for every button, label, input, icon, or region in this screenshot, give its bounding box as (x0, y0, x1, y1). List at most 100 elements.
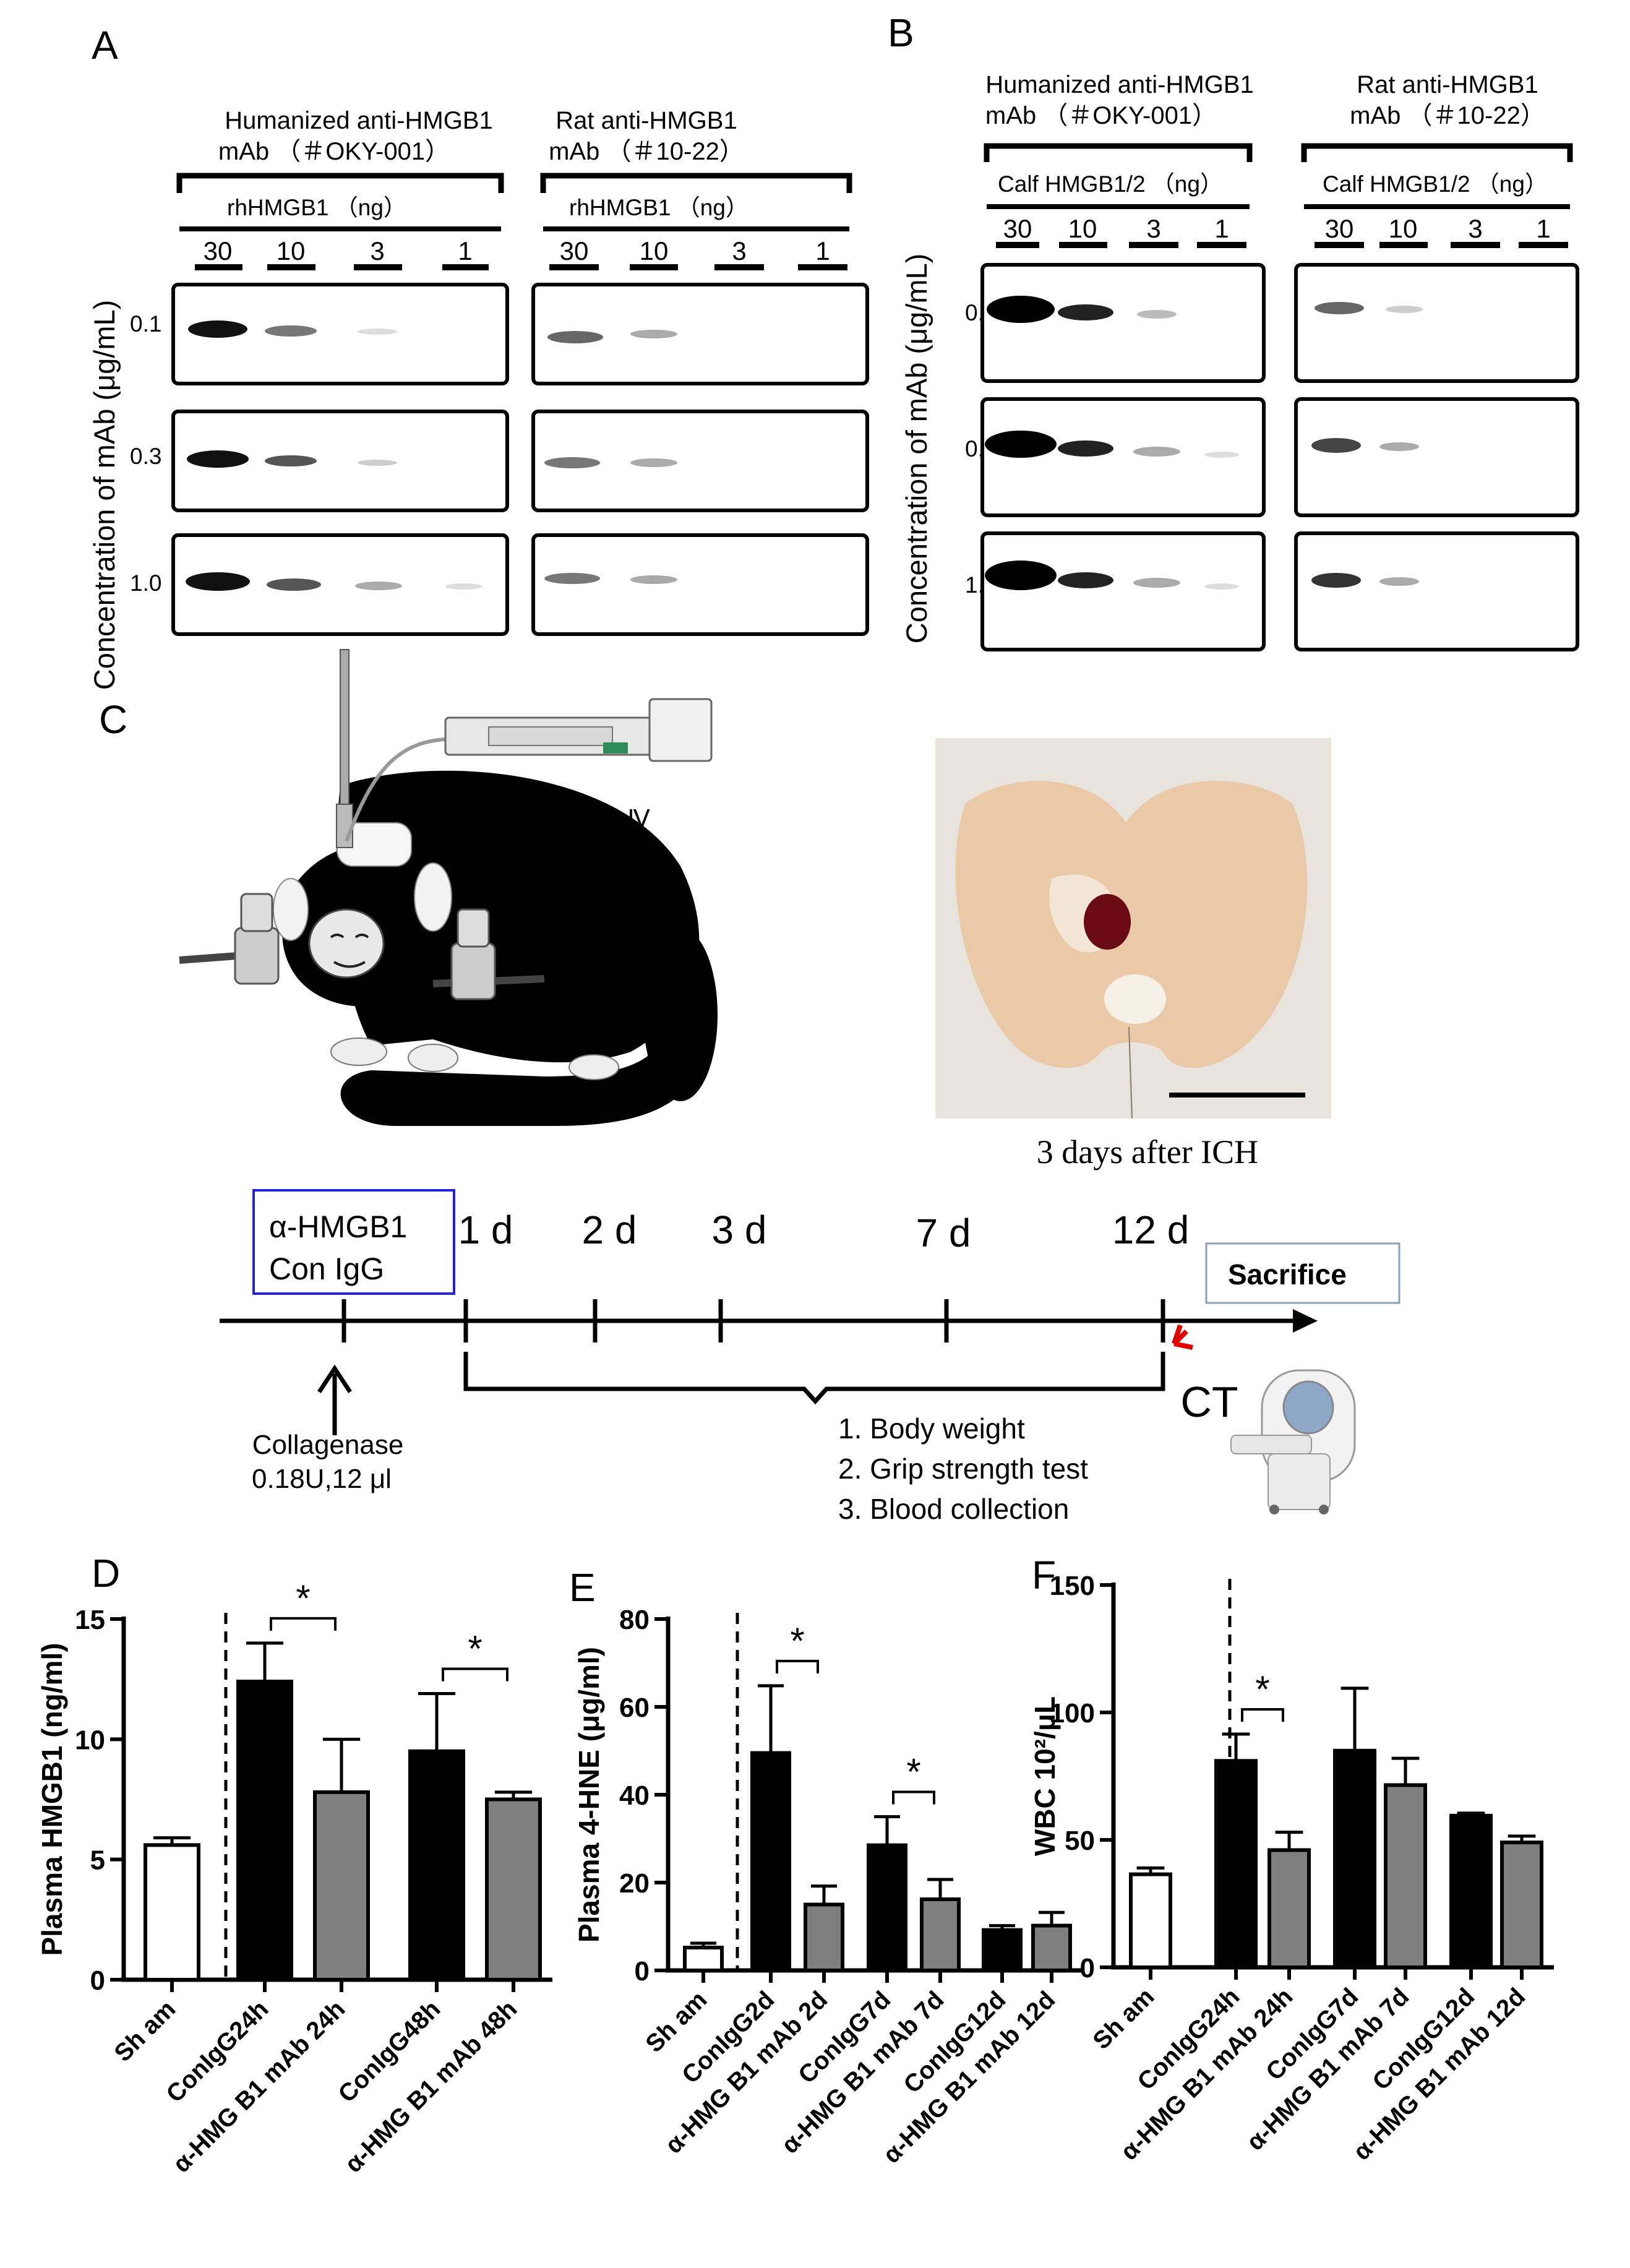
panel-f-bar (1214, 1759, 1258, 1970)
measure-item: 3. Blood collection (838, 1493, 1069, 1525)
panel-f-significance-bracket (1241, 1708, 1284, 1722)
panel-e-bar (683, 1946, 724, 1973)
panel-b-group1-bracket (984, 143, 1253, 162)
panel-e-ytick-label: 0 (635, 1956, 650, 1987)
timeline-arrowhead (1293, 1309, 1318, 1333)
panel-d-ytick-label: 0 (90, 1965, 105, 1996)
panel-a-group2-title2: mAb （＃10-22） (549, 138, 744, 165)
panel-d-letter: D (92, 1551, 120, 1596)
panel-e-bar (804, 1902, 844, 1972)
panel-b-blots (980, 263, 1579, 651)
panel-b-lane-label: 3 (1468, 214, 1482, 243)
timeline-ticks (341, 1299, 1165, 1342)
panel-a-row-label: 1.0 (130, 570, 161, 596)
panel-a: A Concentration of mAb (μg/mL) Humanized… (88, 23, 869, 690)
experiment-timeline: α-HMGB1 Con IgG 1 d 2 d 3 d 7 d 12 d Sac… (220, 1189, 1401, 1525)
panel-a-group1-antigen: rhHMGB1 （ng） (227, 195, 406, 220)
panel-d-bar (313, 1790, 370, 1982)
panel-f-ytick-label: 0 (1080, 1953, 1095, 1983)
panel-a-lane-label: 10 (277, 236, 306, 265)
measure-item: 2. Grip strength test (838, 1453, 1088, 1485)
treatment-label-2: Con IgG (269, 1252, 384, 1286)
panel-a-group1-title2: mAb （＃OKY-001） (218, 138, 450, 165)
sacrifice-label: Sacrifice (1228, 1258, 1347, 1291)
panel-e-ytick-label: 20 (619, 1868, 650, 1899)
panel-b-lane-label: 30 (1003, 214, 1032, 243)
panel-b-lane-label: 3 (1146, 214, 1160, 243)
day-label: 2 d (582, 1208, 637, 1252)
panel-a-ylabel: Concentration of mAb (μg/mL) (88, 300, 121, 690)
panel-f-bar (1129, 1872, 1172, 1970)
photo-caption: 3 days after ICH (1037, 1133, 1258, 1171)
panel-c-letter: C (99, 697, 127, 742)
panel-f-ylabel: WBC 10²/μL (1029, 1696, 1061, 1856)
panel-e-ylabel: Plasma 4-HNE (μg/ml) (573, 1647, 605, 1943)
day-label: 12 d (1112, 1208, 1190, 1252)
panel-d-ytick-label: 5 (90, 1845, 105, 1876)
panel-f-bar (1500, 1841, 1543, 1970)
panel-f-significance-mark: * (1255, 1669, 1269, 1710)
panel-a-letter: A (92, 23, 118, 67)
panel-a-group2-bracket (540, 173, 852, 193)
brain-section-photo (935, 738, 1331, 1119)
panel-b-lane-label: 30 (1325, 214, 1354, 243)
panel-d-significance-bracket (442, 1667, 508, 1682)
panel-d-bar (408, 1749, 465, 1982)
panel-d-category-label: Sh am (109, 1995, 181, 2067)
panel-b-group2-bracket (1301, 143, 1573, 162)
panel-a-bands (186, 320, 677, 591)
panel-a-lane-label: 3 (732, 236, 746, 265)
day-label: 3 d (712, 1208, 767, 1252)
panel-d-bar (485, 1797, 542, 1982)
panel-a-lane-label: 1 (815, 236, 830, 265)
panel-f-ytick-label: 150 (1050, 1571, 1095, 1601)
panel-a-group2-title1: Rat anti-HMGB1 (555, 107, 737, 134)
measurement-bracket (463, 1352, 1165, 1405)
panel-a-lane-label: 30 (204, 236, 233, 265)
panel-a-row-label: 0.1 (130, 311, 161, 337)
panel-a-group2-antigen: rhHMGB1 （ng） (569, 195, 749, 220)
panel-e-bar (1031, 1923, 1072, 1973)
panel-f-ytick-label: 50 (1065, 1826, 1095, 1856)
panel-b-group1-title2: mAb （＃OKY-001） (985, 102, 1217, 129)
panel-b-lane-label: 1 (1214, 214, 1229, 243)
panel-a-lane-label: 1 (458, 236, 472, 265)
panel-e-significance-bracket (892, 1790, 935, 1805)
panel-d-ytick-label: 15 (75, 1605, 105, 1635)
panel-e-letter: E (569, 1565, 596, 1610)
panel-c: C (99, 649, 1401, 1525)
panel-a-group1-title1: Humanized anti-HMGB1 (225, 107, 493, 134)
panel-b-lane-label: 10 (1068, 214, 1097, 243)
panel-a-lane-label: 3 (370, 236, 384, 265)
panel-b-group2-antigen: Calf HMGB1/2 （ng） (1323, 171, 1548, 197)
measure-item: 1. Body weight (838, 1412, 1025, 1445)
panel-b-group2-title2: mAb （＃10-22） (1350, 102, 1545, 129)
syringe-label-1: Collagenase Ⅳ (448, 805, 650, 833)
panel-e-ytick-label: 80 (619, 1605, 650, 1635)
panel-f-category-label: Sh am (1087, 1983, 1159, 2055)
injection-label-2: 0.18U,12 μl (252, 1464, 392, 1494)
panel-d-ylabel: Plasma HMGB1 (ng/ml) (36, 1643, 68, 1956)
sacrifice-box (1205, 1242, 1401, 1304)
panel-e-ytick-label: 60 (619, 1693, 650, 1723)
panel-d-significance-bracket (270, 1617, 337, 1631)
panel-e-significance-bracket (776, 1659, 819, 1673)
day-label: 7 d (916, 1211, 971, 1255)
panel-e-ytick-label: 40 (619, 1780, 650, 1811)
day-label: 1 d (458, 1208, 513, 1252)
panel-b-group1-antigen: Calf HMGB1/2 （ng） (998, 171, 1223, 197)
panel-b-lane-label: 10 (1389, 214, 1418, 243)
panel-b: B Concentration of mAb (μg/mL) Humanized… (888, 11, 1579, 651)
panel-a-blots (171, 283, 869, 636)
panel-f-ytick-label: 100 (1050, 1698, 1095, 1729)
panel-b-letter: B (888, 11, 914, 55)
panel-b-group1-title1: Humanized anti-HMGB1 (985, 71, 1254, 98)
panel-b-group2-title1: Rat anti-HMGB1 (1357, 71, 1538, 98)
panel-f-bar (1333, 1748, 1376, 1970)
panel-e-bar (867, 1843, 907, 1972)
ct-label: CT (1180, 1378, 1238, 1426)
